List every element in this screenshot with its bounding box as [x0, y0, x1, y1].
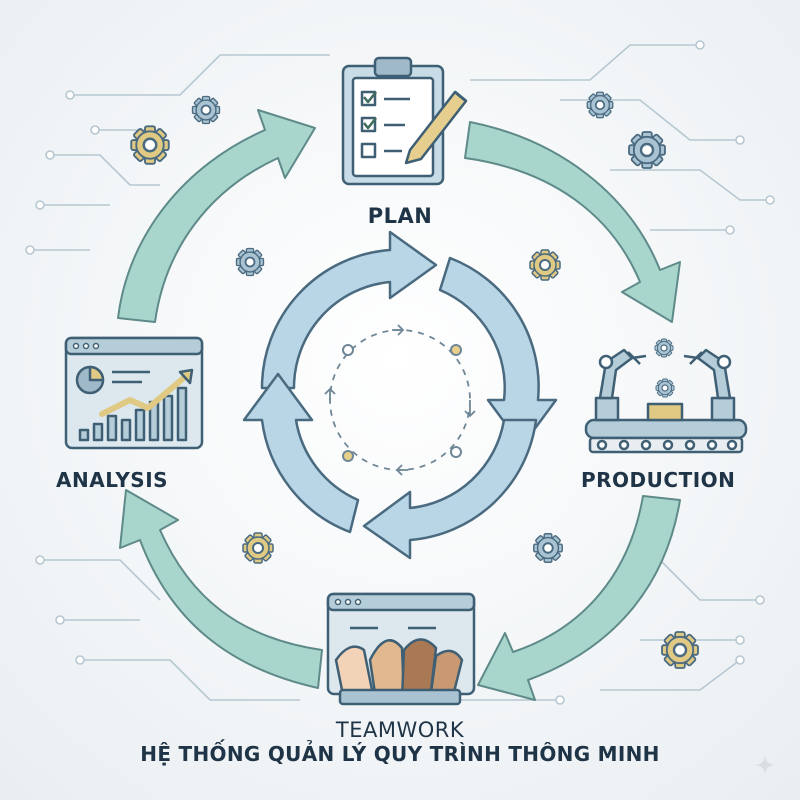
inner-dots — [324, 324, 476, 476]
diagram-subtitle: HỆ THỐNG QUẢN LÝ QUY TRÌNH THÔNG MINH — [140, 742, 660, 766]
growth-chart-screen-icon — [64, 336, 204, 450]
clipboard-checklist-pencil-icon — [341, 56, 468, 186]
stage-label-production: PRODUCTION — [581, 468, 736, 492]
stage-label-teamwork: TEAMWORK — [335, 718, 465, 742]
arrow-production-to-teamwork — [477, 495, 681, 701]
arrow-analysis-to-plan — [117, 109, 316, 323]
inner-cycle-ring — [242, 230, 558, 560]
arrow-teamwork-to-analysis — [119, 489, 323, 689]
robotic-arms-conveyor-icon — [584, 348, 748, 454]
arrow-plan-to-production — [464, 121, 681, 323]
circuit-traces — [25, 40, 775, 705]
sparkle-icon — [755, 755, 775, 775]
stage-label-plan: PLAN — [367, 204, 433, 228]
stage-label-analysis: ANALYSIS — [56, 468, 169, 492]
stacked-hands-screen-icon — [326, 592, 476, 706]
outer-cycle-arrows — [117, 109, 681, 701]
